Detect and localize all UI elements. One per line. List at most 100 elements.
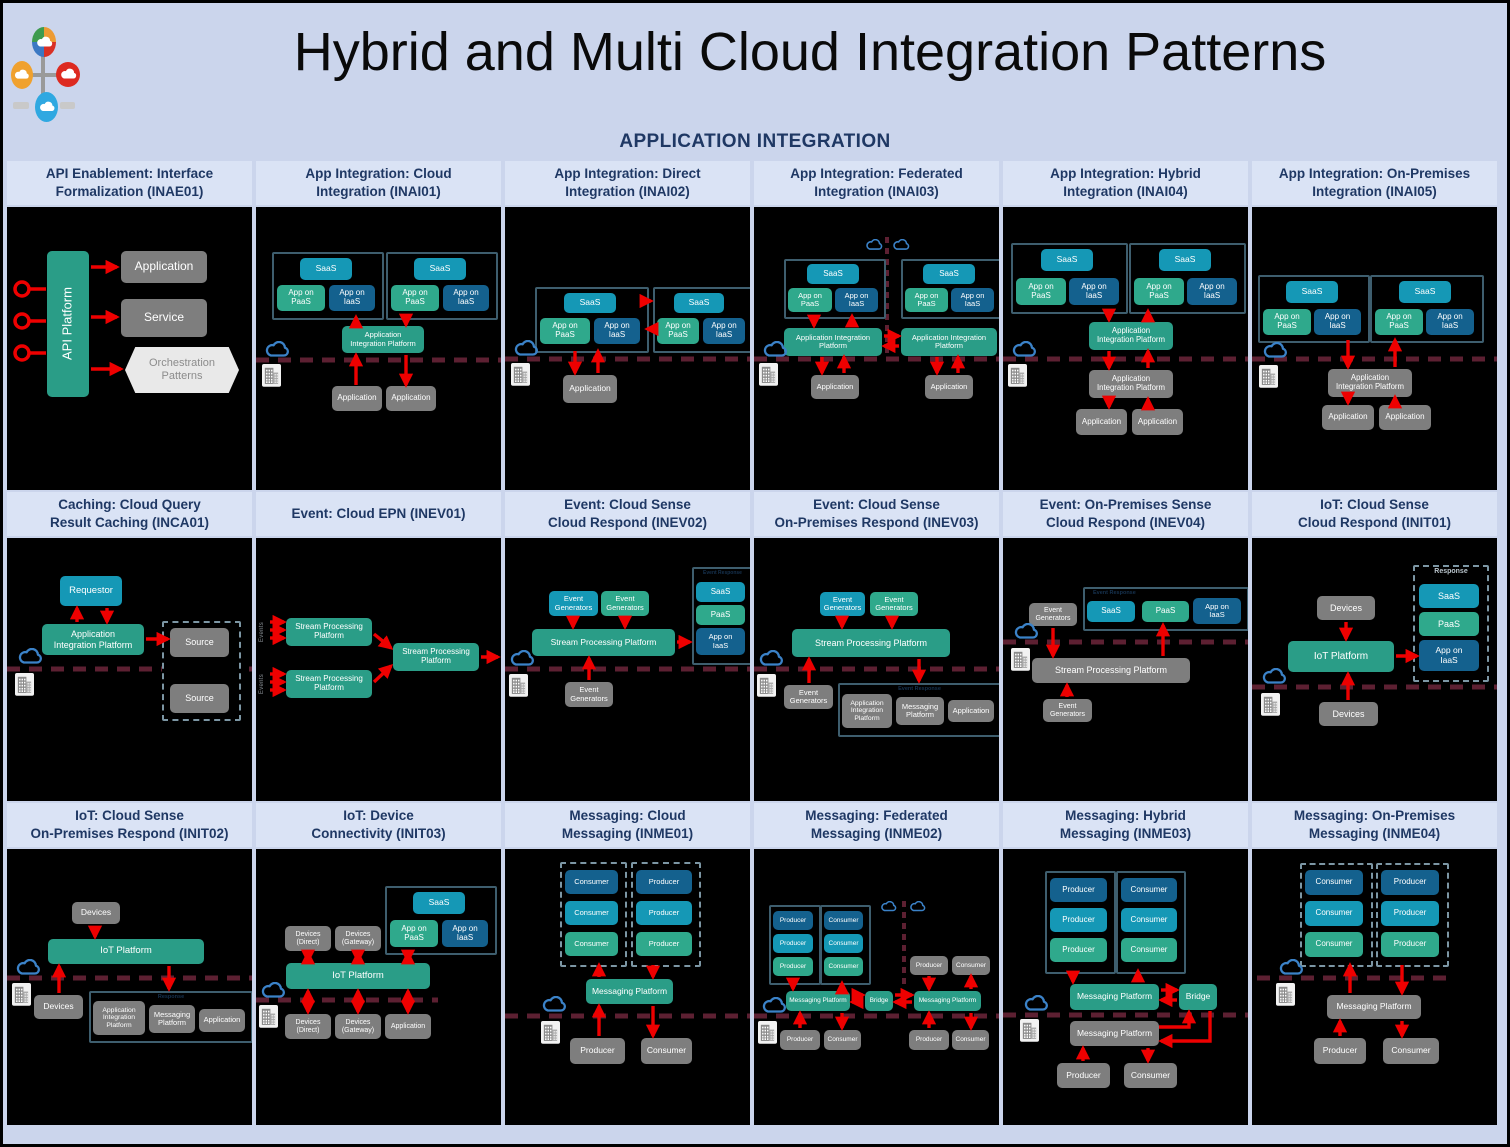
pattern-title-inev04: Event: On-Premises Sense Cloud Respond (…: [1003, 492, 1248, 536]
building-icon: [259, 1005, 278, 1028]
box-app-on-paas: App on PaaS: [390, 920, 438, 947]
box-producer: Producer: [636, 901, 692, 925]
box-event-generators: Event Generators: [1043, 699, 1092, 722]
building-icon: [1261, 693, 1280, 716]
box-saas: SaaS: [564, 293, 616, 313]
pattern-cell-inme04: Messaging: On-Premises Messaging (INME04…: [1252, 803, 1497, 1125]
box-paas: PaaS: [1419, 612, 1479, 636]
pattern-cell-inai02: App Integration: Direct Integration (INA…: [505, 161, 750, 490]
box-producer: Producer: [1381, 932, 1439, 957]
pattern-cell-inai03: App Integration: Federated Integration (…: [754, 161, 999, 490]
page-title: Hybrid and Multi Cloud Integration Patte…: [293, 22, 1327, 82]
box-application-integration-platform: Application Integration Platform: [93, 1001, 145, 1035]
building-icon: [1276, 983, 1295, 1006]
logo-cloud-icon: [32, 27, 56, 57]
box-requestor: Requestor: [60, 576, 122, 606]
box-application: Application: [1076, 409, 1127, 435]
logo-cross-horizontal: [22, 73, 69, 77]
pattern-cell-inca01: Caching: Cloud Query Result Caching (INC…: [7, 492, 252, 801]
building-icon: [262, 364, 281, 387]
cloud-icon: [880, 900, 897, 912]
box-stream-processing-platform: Stream Processing Platform: [792, 629, 950, 657]
box-app-on-iaas: App on IaaS: [442, 920, 488, 947]
pattern-title-inca01: Caching: Cloud Query Result Caching (INC…: [7, 492, 252, 536]
box-app-on-paas: App on PaaS: [1263, 309, 1311, 335]
group-label-event-response: Event Response: [898, 686, 941, 692]
pattern-row-1: API Enablement: Interface Formalization …: [3, 161, 1507, 490]
pattern-title-inai03: App Integration: Federated Integration (…: [754, 161, 999, 205]
box-iot-platform: IoT Platform: [1288, 641, 1394, 672]
box-event-generators: Event Generators: [565, 682, 613, 707]
hex-orchestration-patterns: Orchestration Patterns: [125, 347, 239, 393]
box-saas: SaaS: [1419, 584, 1479, 608]
pattern-title-inai01: App Integration: Cloud Integration (INAI…: [256, 161, 501, 205]
box-consumer: Consumer: [1383, 1038, 1439, 1064]
box-stream-processing-platform: Stream Processing Platform: [1032, 658, 1190, 683]
box-producer: Producer: [1057, 1063, 1110, 1088]
box-iot-platform: IoT Platform: [286, 963, 430, 989]
box-producer: Producer: [636, 932, 692, 956]
pattern-title-inev02: Event: Cloud Sense Cloud Respond (INEV02…: [505, 492, 750, 536]
box-application: Application: [948, 700, 994, 722]
cloud-icon: [1261, 667, 1287, 685]
separator-layer: [1252, 356, 1497, 362]
box-event-generators: Event Generators: [1029, 603, 1077, 626]
box-app-on-iaas: App on IaaS: [951, 288, 994, 312]
box-producer: Producer: [773, 957, 813, 976]
box-devices-direct: Devices (Direct): [285, 926, 331, 951]
group-label-event-response: Event Response: [703, 570, 742, 576]
box-api-platform: API Platform: [47, 251, 89, 397]
cloud-icon: [1011, 340, 1037, 358]
box-consumer: Consumer: [1121, 938, 1177, 962]
section-title: APPLICATION INTEGRATION: [619, 131, 891, 152]
box-bridge: Bridge: [865, 991, 893, 1011]
box-producer: Producer: [1050, 908, 1107, 932]
box-app-on-iaas: App on IaaS: [329, 285, 375, 311]
cloud-icon: [1023, 994, 1049, 1012]
box-saas: SaaS: [413, 892, 465, 914]
box-app-on-paas: App on PaaS: [277, 285, 325, 311]
box-saas: SaaS: [807, 264, 859, 284]
box-saas: SaaS: [1159, 249, 1211, 271]
box-event-generators: Event Generators: [820, 592, 865, 616]
box-application: Application: [386, 386, 436, 411]
box-app-on-paas: App on PaaS: [1134, 278, 1184, 305]
box-application: Application: [385, 1014, 431, 1039]
box-consumer: Consumer: [1305, 901, 1363, 926]
box-messaging-platform: Messaging Platform: [149, 1005, 195, 1033]
pattern-cell-inev03: Event: Cloud Sense On-Premises Respond (…: [754, 492, 999, 801]
box-stream-processing-platform: Stream Processing Platform: [286, 618, 372, 646]
box-app-on-iaas: App on IaaS: [594, 318, 640, 344]
cloud-icon: [264, 340, 290, 358]
cloud-icon: [758, 649, 784, 667]
box-consumer: Consumer: [641, 1038, 692, 1064]
pattern-title-inme03: Messaging: Hybrid Messaging (INME03): [1003, 803, 1248, 847]
pattern-title-inme04: Messaging: On-Premises Messaging (INME04…: [1252, 803, 1497, 847]
cloud-icon: [762, 340, 788, 358]
building-icon: [758, 1021, 777, 1044]
box-app-on-paas: App on PaaS: [391, 285, 439, 311]
pattern-cell-inme01: Messaging: Cloud Messaging (INME01)Consu…: [505, 803, 750, 1125]
box-app-on-iaas: App on IaaS: [1426, 309, 1474, 335]
box-producer: Producer: [1050, 878, 1107, 902]
box-saas: SaaS: [414, 258, 466, 280]
building-icon: [1011, 648, 1030, 671]
box-consumer: Consumer: [565, 870, 618, 894]
box-app-on-iaas: App on IaaS: [1187, 278, 1237, 305]
box-devices-gateway: Devices (Gateway): [335, 1014, 381, 1039]
logo-cloud-icon: [56, 62, 80, 87]
box-app-on-paas: App on PaaS: [1016, 278, 1066, 305]
cloud-icon: [1278, 958, 1304, 976]
box-stream-processing-platform: Stream Processing Platform: [393, 643, 479, 671]
separator-layer: [754, 901, 999, 1019]
box-source: Source: [170, 684, 229, 713]
group-label-event-response: Event Response: [1093, 590, 1136, 596]
box-event-generators: Event Generators: [784, 685, 833, 709]
box-application: Application: [563, 375, 617, 403]
pattern-cell-init02: IoT: Cloud Sense On-Premises Respond (IN…: [7, 803, 252, 1125]
cloud-icon: [865, 238, 883, 251]
